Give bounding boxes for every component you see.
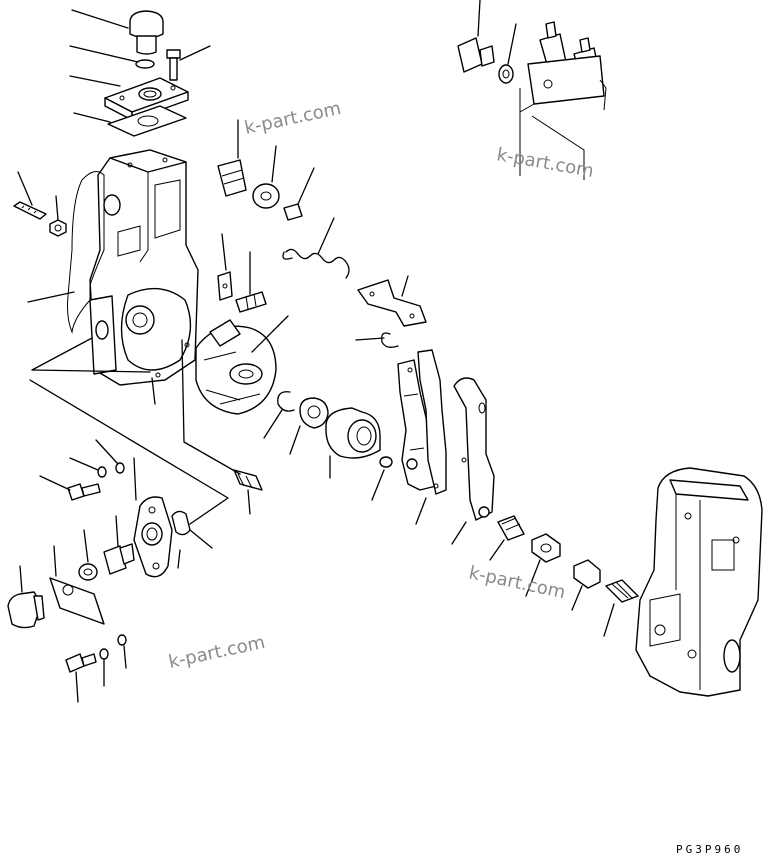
retaining-ring	[277, 391, 295, 412]
cap-plug	[129, 10, 164, 55]
cover-plate-small	[49, 577, 105, 625]
snap-ring	[381, 332, 399, 348]
housing-gasket	[67, 170, 105, 334]
watermark-4: k-part.com	[167, 632, 267, 673]
link-bracket	[357, 279, 427, 327]
copper-washer	[78, 563, 98, 581]
lock-clip	[217, 271, 233, 301]
floating-lever	[417, 349, 447, 495]
small-screw	[283, 203, 303, 221]
gasket	[107, 105, 187, 137]
figure-code: PG3P960	[676, 843, 743, 856]
lock-nut	[531, 533, 561, 563]
flyweight-assembly	[195, 319, 277, 415]
flange-gasket	[171, 510, 191, 536]
stop-screw	[605, 579, 639, 603]
governor-housing	[89, 149, 199, 386]
shim-washer	[379, 456, 393, 468]
flange-plate	[133, 496, 173, 578]
bolt-lower-2	[65, 653, 97, 673]
set-bolt	[235, 291, 267, 313]
flat-washer	[252, 183, 280, 209]
pump-housing-view	[635, 467, 763, 697]
drain-plug	[7, 591, 45, 629]
tension-lever	[453, 377, 495, 521]
hose-fitting	[233, 469, 263, 491]
cap-nut	[573, 559, 601, 589]
adjust-screw	[497, 515, 525, 541]
bolt-lower-1	[67, 483, 101, 501]
spring-washer-2	[115, 462, 125, 474]
o-ring	[135, 59, 155, 69]
union-fitting	[103, 543, 135, 575]
watermark-3: k-part.com	[467, 562, 567, 603]
tension-spring	[282, 248, 350, 279]
small-bolt	[166, 49, 181, 81]
spring-washer-3	[99, 648, 109, 660]
long-bolt	[13, 201, 47, 220]
governor-sleeve	[325, 407, 381, 459]
thrust-washer	[299, 397, 329, 429]
plug-screw	[217, 159, 247, 197]
sealing-washer	[498, 64, 514, 84]
watermark-1: k-part.com	[243, 98, 343, 139]
pump-top-assembly	[519, 21, 607, 180]
watermark-2: k-part.com	[495, 144, 595, 182]
spring-washer-4	[117, 634, 127, 646]
spring-washer-1	[97, 466, 107, 478]
hex-nut	[49, 219, 67, 237]
plug-fitting	[457, 37, 495, 73]
